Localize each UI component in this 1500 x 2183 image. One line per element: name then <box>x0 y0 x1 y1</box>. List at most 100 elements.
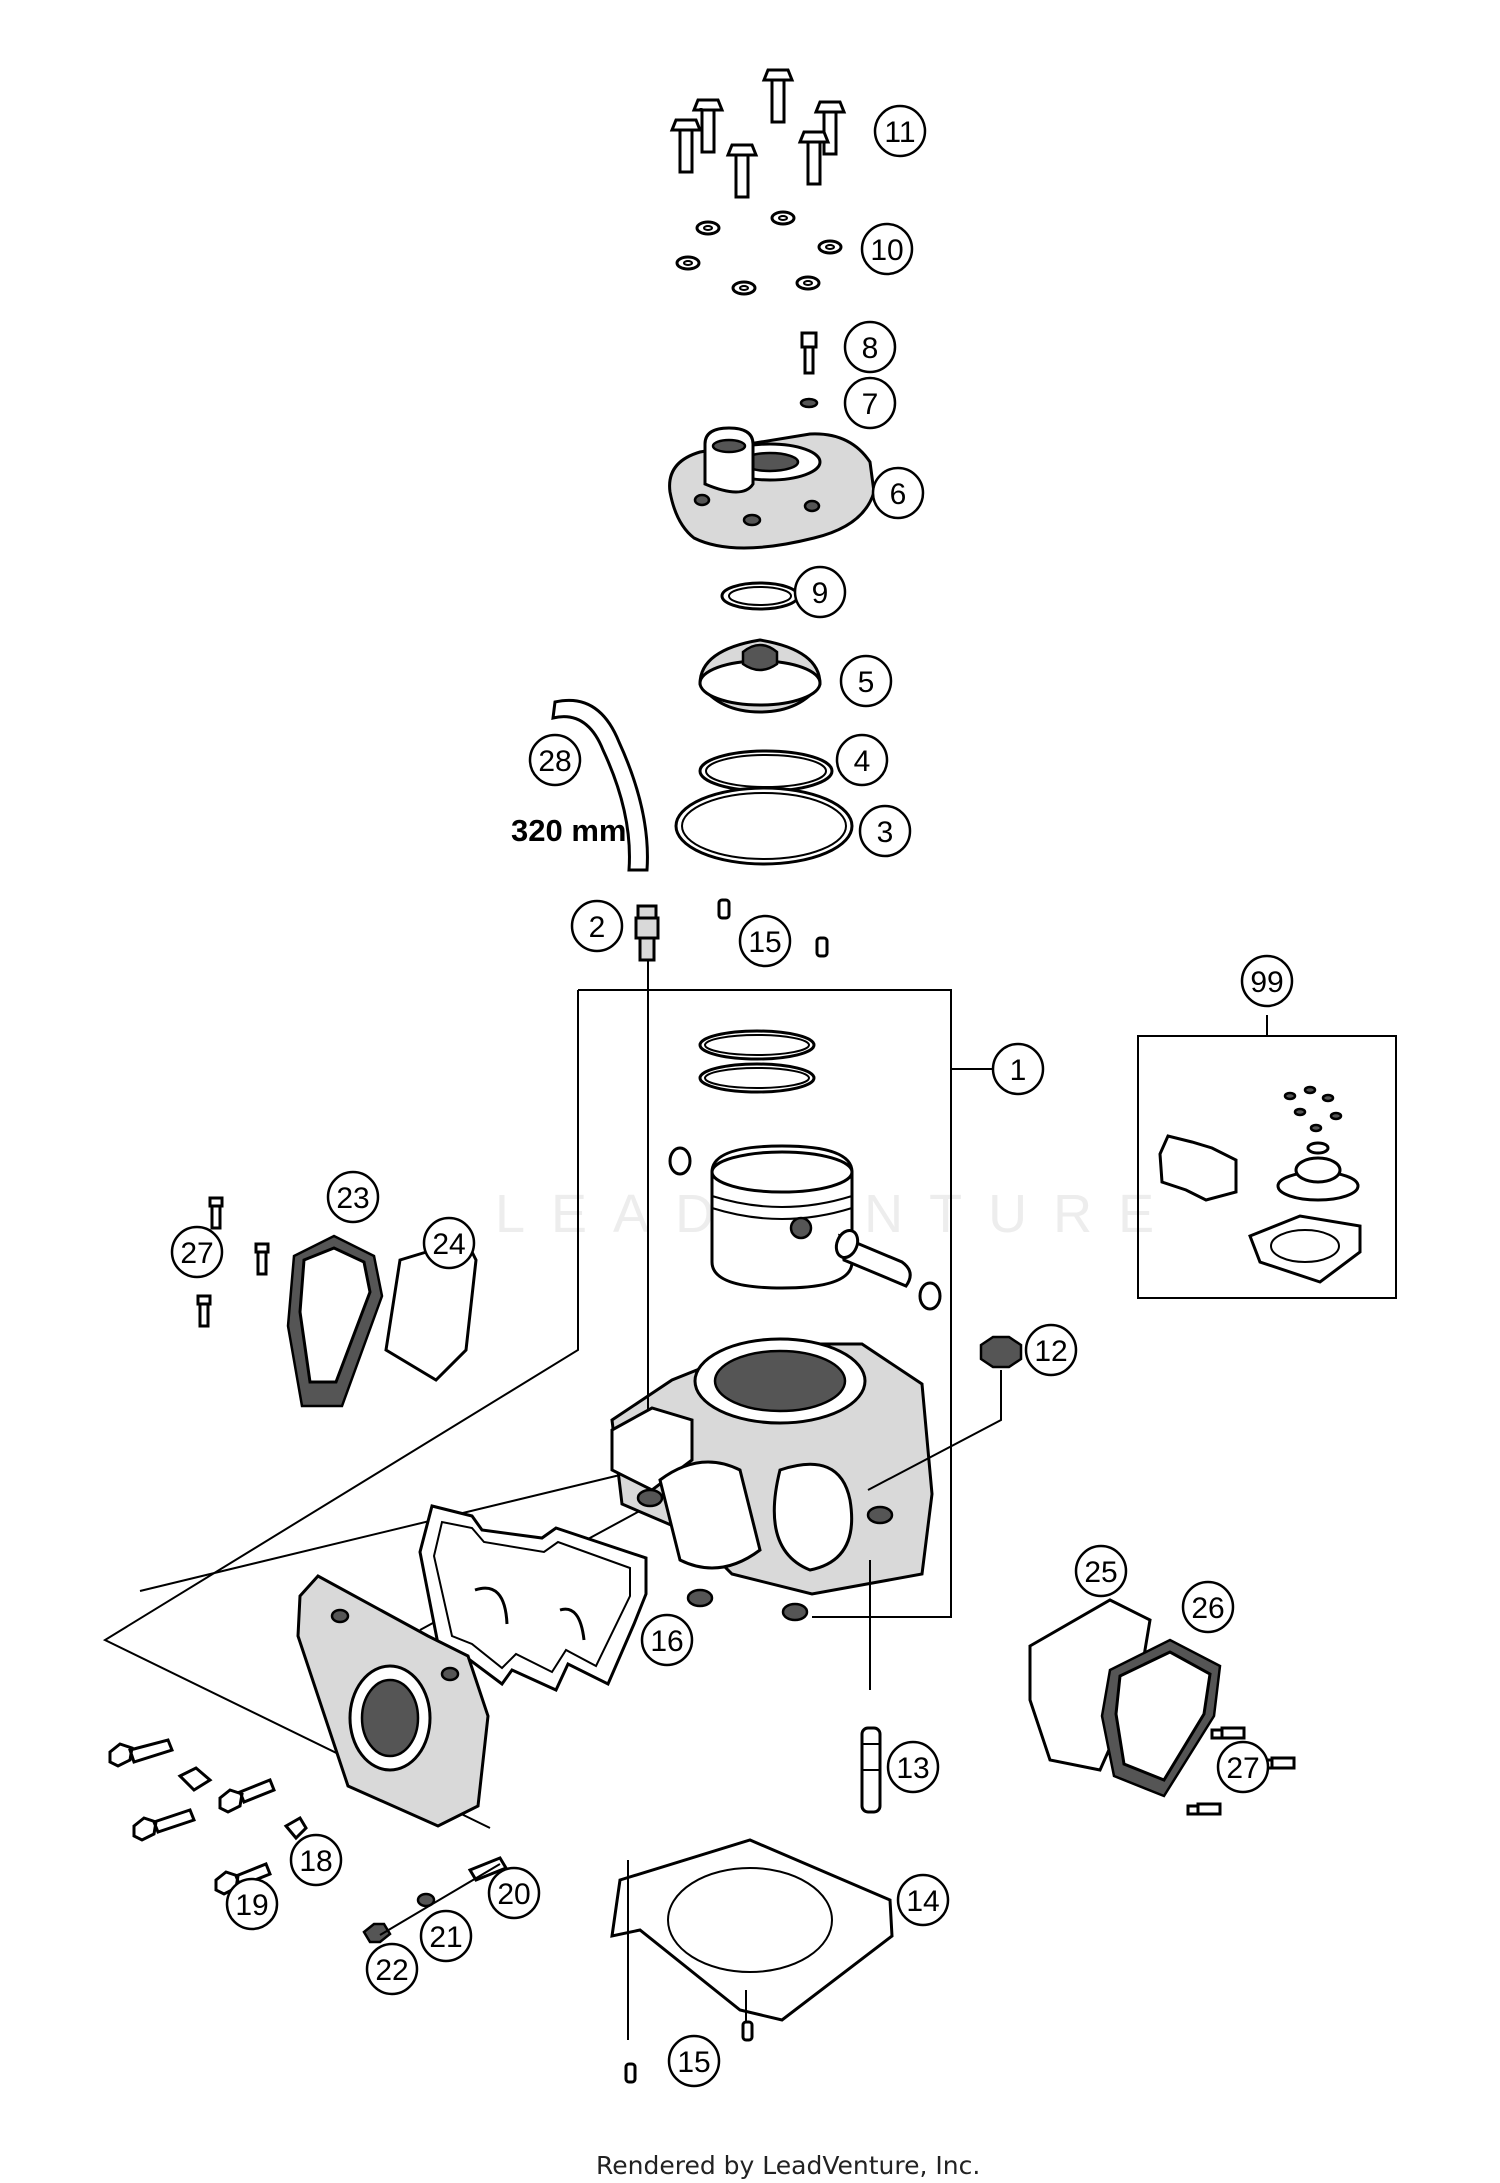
oring-4 <box>698 749 834 793</box>
coolant-hose <box>551 698 649 872</box>
callout-c9: 9 <box>793 565 847 619</box>
callout-number: 7 <box>862 388 879 421</box>
callout-circle <box>1181 1580 1235 1634</box>
callout-c8: 8 <box>843 320 897 374</box>
callout-number: 27 <box>180 1237 213 1270</box>
callout-number: 19 <box>235 1889 268 1922</box>
callout-c5: 5 <box>839 654 893 708</box>
circlip <box>668 1146 692 1176</box>
callout-circle <box>570 899 624 953</box>
callout-circle <box>835 733 889 787</box>
callout-circle <box>896 1873 950 1927</box>
cylinder-head <box>668 426 876 550</box>
callout-circle <box>667 2034 721 2088</box>
callout-circle <box>843 320 897 374</box>
callout-c4: 4 <box>835 733 889 787</box>
callout-c16: 16 <box>640 1613 694 1667</box>
callout-c22: 22 <box>365 1942 419 1996</box>
callout-c3: 3 <box>858 804 912 858</box>
footer-credit: Rendered by LeadVenture, Inc. <box>596 2151 980 2180</box>
dowel-pin <box>815 936 829 958</box>
callout-circle <box>419 1909 473 1963</box>
callout-circle <box>640 1613 694 1667</box>
dowel-pin <box>717 898 731 920</box>
circlip <box>918 1281 942 1311</box>
callout-number: 24 <box>432 1228 465 1261</box>
callout-number: 25 <box>1084 1556 1117 1589</box>
callout-circle <box>843 376 897 430</box>
callout-number: 18 <box>299 1845 332 1878</box>
callout-number: 20 <box>497 1878 530 1911</box>
plug-screw <box>799 331 819 409</box>
cylinder <box>610 1337 934 1622</box>
callout-c10: 10 <box>860 222 914 276</box>
callout-number: 16 <box>650 1625 683 1658</box>
piston-rings <box>698 1029 816 1094</box>
callout-number: 8 <box>862 332 879 365</box>
callout-number: 22 <box>375 1954 408 1987</box>
reed-valve-gasket <box>418 1504 648 1692</box>
exhaust-cover-right <box>1028 1598 1296 1816</box>
callout-c24: 24 <box>422 1216 476 1270</box>
leader-lines <box>647 960 996 1410</box>
callout-c1: 1 <box>991 1042 1045 1096</box>
callout-number: 3 <box>877 816 894 849</box>
piston-pin <box>834 1228 912 1288</box>
callout-c27a: 27 <box>170 1225 224 1279</box>
callout-circle <box>860 222 914 276</box>
callout-number: 15 <box>748 926 781 959</box>
callout-circle <box>1074 1544 1128 1598</box>
callout-number: 10 <box>870 234 903 267</box>
head-bolts <box>669 68 847 199</box>
callout-c25: 25 <box>1074 1544 1128 1598</box>
combustion-chamber <box>698 638 822 714</box>
assembly-frame <box>102 989 952 1829</box>
callout-circle <box>738 914 792 968</box>
callout-c26: 26 <box>1181 1580 1235 1634</box>
callout-circle <box>225 1877 279 1931</box>
intake-manifold <box>296 1574 490 1828</box>
callout-c15b: 15 <box>667 2034 721 2088</box>
callout-c20: 20 <box>487 1866 541 1920</box>
callout-number: 26 <box>1191 1592 1224 1625</box>
callout-circle <box>422 1216 476 1270</box>
hose-nipple <box>634 904 660 962</box>
callout-c27b: 27 <box>1216 1740 1270 1794</box>
callout-circle <box>991 1042 1045 1096</box>
callout-number: 23 <box>336 1182 369 1215</box>
callout-number: 13 <box>896 1752 929 1785</box>
callout-c23: 23 <box>326 1170 380 1224</box>
callout-number: 5 <box>858 666 875 699</box>
callout-c14: 14 <box>896 1873 950 1927</box>
callout-number: 27 <box>1226 1752 1259 1785</box>
intake-bolts <box>108 1738 509 1944</box>
callout-c13: 13 <box>886 1740 940 1794</box>
callout-circle <box>487 1866 541 1920</box>
callout-c15a: 15 <box>738 914 792 968</box>
callout-circle <box>1240 954 1294 1008</box>
exhaust-cover-left <box>196 1196 478 1408</box>
callout-number: 1 <box>1010 1054 1027 1087</box>
callout-number: 11 <box>884 116 915 149</box>
callout-circle <box>793 565 847 619</box>
callout-circle <box>326 1170 380 1224</box>
gasket-kit-box <box>1137 1015 1397 1299</box>
callout-circle <box>289 1833 343 1887</box>
head-washers <box>675 210 843 296</box>
cylinder-nut <box>867 1335 1023 1491</box>
callout-c19: 19 <box>225 1877 279 1931</box>
callout-c12: 12 <box>1024 1323 1078 1377</box>
callout-circle <box>839 654 893 708</box>
callout-circle <box>858 804 912 858</box>
callout-number: 14 <box>906 1885 939 1918</box>
dimension-label: 320 mm <box>511 813 626 848</box>
piston <box>710 1144 854 1290</box>
callout-c11: 11 <box>873 104 927 158</box>
callout-number: 21 <box>429 1921 462 1954</box>
callout-circle <box>528 733 582 787</box>
callout-c6: 6 <box>871 466 925 520</box>
callout-circle <box>365 1942 419 1996</box>
callout-number: 15 <box>677 2046 710 2079</box>
callout-circle <box>1024 1323 1078 1377</box>
